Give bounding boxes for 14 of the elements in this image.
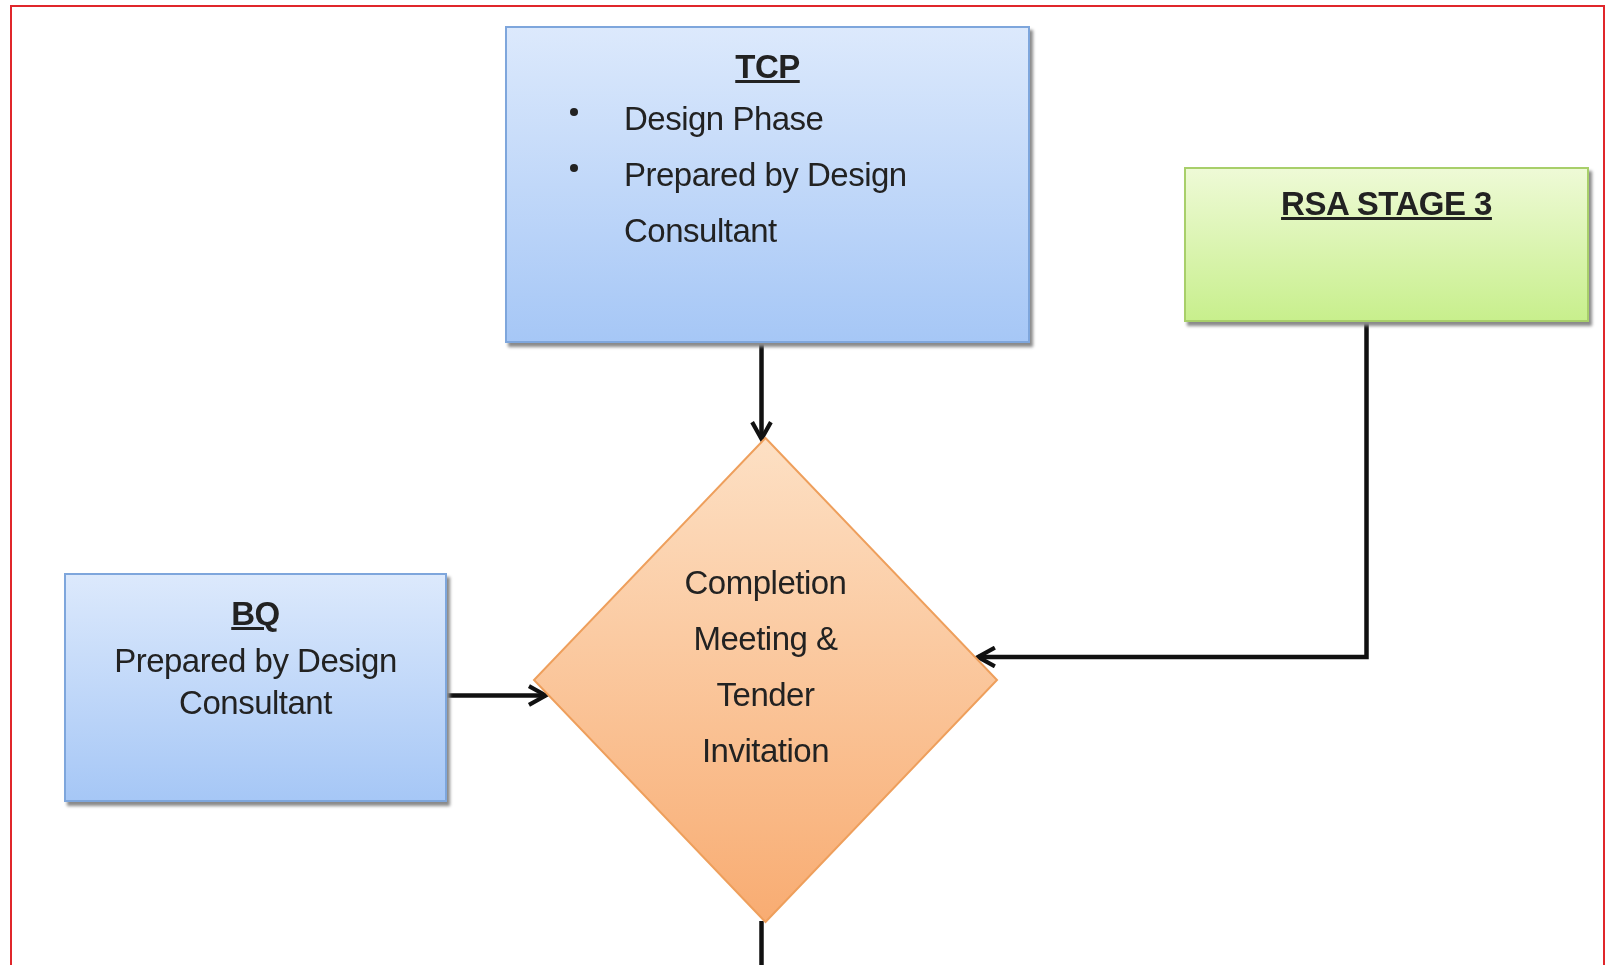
node-label: Completion Meeting & Tender Invitation	[683, 563, 848, 772]
arrow	[975, 322, 1369, 669]
bullet-text: Design Phase	[624, 99, 825, 140]
node-heading: BQ	[231, 594, 280, 634]
node-heading: TCP	[735, 47, 800, 87]
process-box	[505, 26, 1030, 343]
process-box	[1184, 167, 1589, 322]
arrow	[447, 684, 548, 707]
node-heading: RSA STAGE 3	[1281, 184, 1492, 224]
connector-line	[759, 921, 764, 965]
process-box	[64, 573, 447, 802]
bullet-text: Prepared by Design Consultant	[624, 155, 908, 252]
arrow	[750, 343, 773, 442]
node-text: Prepared by Design Consultant	[113, 641, 398, 723]
